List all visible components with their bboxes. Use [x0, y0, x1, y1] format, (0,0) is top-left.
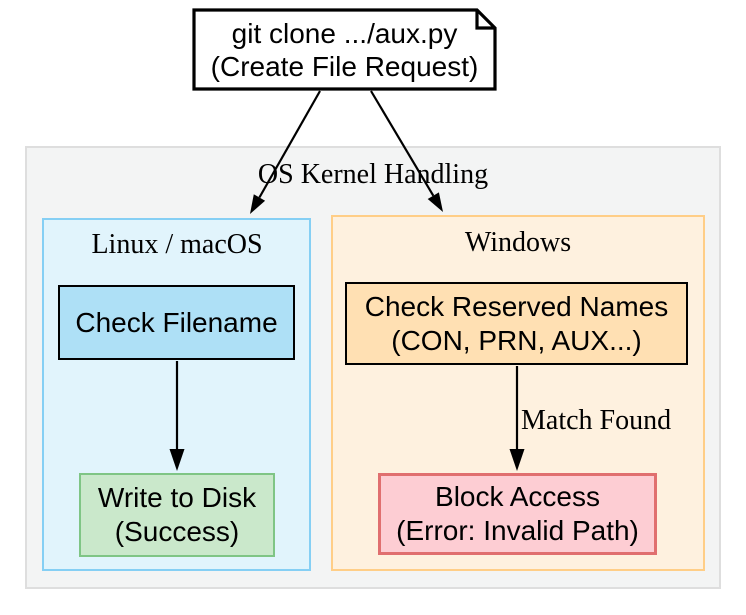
cluster-label-os-kernel: OS Kernel Handling	[257, 159, 489, 190]
node-write-to-disk-text-line1: Write to Disk	[97, 482, 257, 513]
cluster-label-windows: Windows	[464, 227, 572, 258]
node-check-reserved-names: Check Reserved Names (CON, PRN, AUX...)	[345, 282, 688, 365]
node-check-filename-text: Check Filename	[75, 306, 278, 338]
node-check-reserved-names-text-line1: Check Reserved Names	[364, 290, 669, 322]
note-git-clone: git clone .../aux.py (Create File Reques…	[194, 10, 495, 89]
node-write-to-disk: Write to Disk (Success)	[79, 473, 275, 557]
node-check-reserved-names-text-line2: (CON, PRN, AUX...)	[391, 324, 642, 356]
note-text-line2: (Create File Request)	[210, 50, 479, 82]
node-block-access-text-line1: Block Access	[435, 481, 600, 512]
node-block-access-text-line2: (Error: Invalid Path)	[396, 515, 639, 546]
cluster-label-linux-macos: Linux / macOS	[91, 229, 263, 260]
edge-label-match-found: Match Found	[521, 405, 672, 436]
node-block-access: Block Access (Error: Invalid Path)	[378, 473, 657, 555]
node-write-to-disk-text-line2: (Success)	[114, 516, 240, 547]
node-check-filename: Check Filename	[58, 285, 295, 360]
note-text-line1: git clone .../aux.py	[231, 17, 458, 49]
